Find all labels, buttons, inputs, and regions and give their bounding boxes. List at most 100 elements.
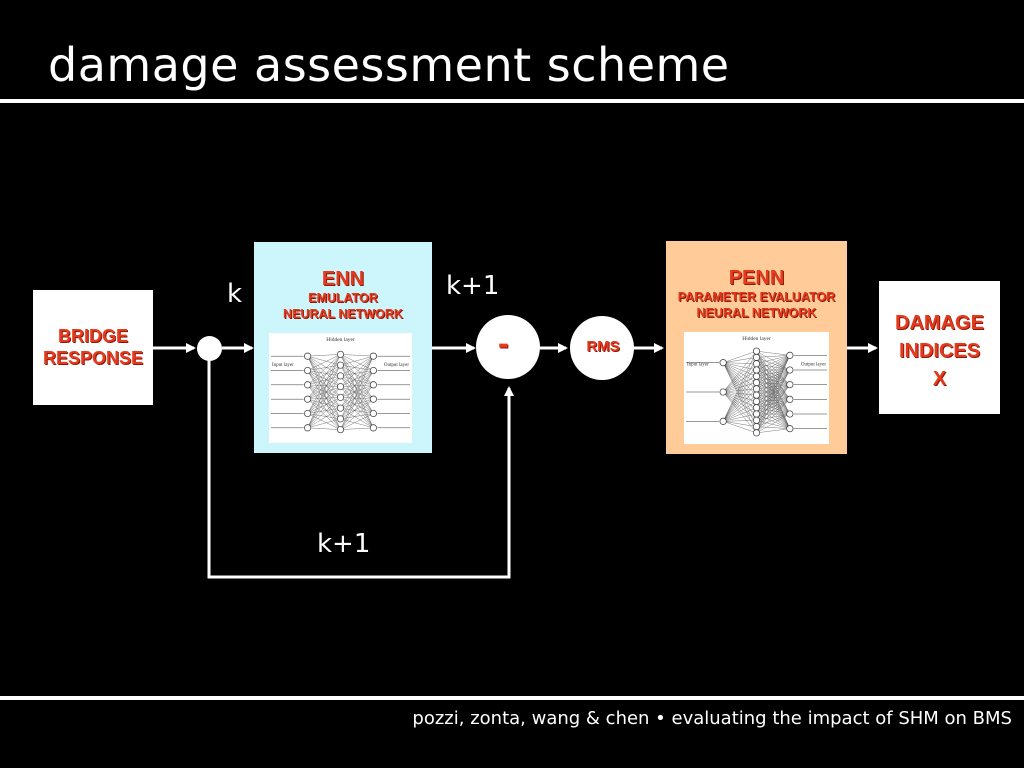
nn-connection bbox=[340, 398, 374, 420]
penn-title: PENN bbox=[728, 267, 785, 289]
nn-connection bbox=[307, 398, 341, 420]
nn-neuron bbox=[336, 361, 345, 369]
nn-connection bbox=[307, 386, 341, 428]
nn-connection bbox=[340, 370, 374, 398]
step-label-enn-output: k+1 bbox=[446, 271, 500, 301]
nn-output-layer-label: Output layer bbox=[384, 363, 409, 368]
nn-connection bbox=[756, 399, 790, 402]
nn-connection bbox=[756, 369, 790, 385]
nn-neuron bbox=[752, 353, 761, 361]
nn-connection bbox=[307, 354, 341, 385]
nn-input-layer-label: Input layer bbox=[687, 363, 709, 368]
nn-connection bbox=[756, 407, 790, 429]
nn-connection bbox=[722, 362, 757, 408]
nn-neuron bbox=[752, 385, 761, 393]
nn-connection bbox=[723, 382, 757, 393]
nn-neuron bbox=[336, 350, 345, 358]
nn-connection bbox=[723, 362, 757, 371]
nn-neuron bbox=[786, 425, 794, 433]
nn-connection bbox=[722, 369, 757, 422]
nn-neuron bbox=[336, 372, 345, 380]
nn-neuron bbox=[336, 383, 345, 391]
nn-connection bbox=[340, 354, 374, 371]
nn-connection bbox=[756, 384, 790, 396]
nn-connection bbox=[723, 407, 757, 422]
nn-connection bbox=[340, 397, 374, 400]
slide-title: damage assessment scheme bbox=[48, 38, 730, 92]
nn-connection bbox=[756, 399, 790, 433]
nn-connection bbox=[307, 375, 341, 428]
nn-neuron bbox=[304, 409, 312, 418]
nn-connection bbox=[307, 370, 341, 387]
nn-neuron bbox=[752, 429, 761, 437]
nn-neuron bbox=[752, 360, 761, 368]
nn-connection bbox=[340, 398, 374, 409]
nn-connection bbox=[722, 382, 757, 422]
nn-neuron bbox=[786, 381, 794, 389]
nn-hidden-layer-label: Hidden layer bbox=[326, 337, 355, 343]
nn-connection bbox=[722, 362, 757, 433]
nn-connection bbox=[723, 350, 757, 363]
nn-connection bbox=[723, 391, 757, 408]
nn-connection bbox=[307, 365, 341, 428]
nn-connection bbox=[722, 351, 757, 422]
nn-connection bbox=[340, 418, 374, 429]
nn-connection bbox=[723, 362, 757, 396]
nn-connection bbox=[756, 369, 790, 408]
damage-indices-label-line1: DAMAGE bbox=[895, 312, 984, 334]
nn-connection bbox=[756, 369, 791, 427]
nn-connection bbox=[723, 391, 757, 415]
nn-connection bbox=[756, 369, 790, 377]
nn-neuron bbox=[719, 359, 727, 367]
nn-neuron bbox=[369, 409, 377, 418]
nn-connection bbox=[723, 362, 757, 377]
nn-connection bbox=[756, 407, 790, 415]
nn-connection bbox=[722, 362, 757, 427]
enn-title: ENN bbox=[321, 268, 365, 290]
nn-connection bbox=[307, 397, 341, 428]
nn-connection bbox=[307, 375, 341, 414]
nn-connection bbox=[307, 413, 341, 430]
nn-connection bbox=[340, 407, 374, 429]
nn-neuron bbox=[752, 391, 761, 399]
nn-connection bbox=[307, 365, 341, 414]
nn-connection bbox=[756, 413, 790, 429]
nn-connection bbox=[722, 362, 757, 402]
footer-divider bbox=[0, 696, 1024, 700]
nn-neuron bbox=[369, 395, 377, 403]
bridge-response-block: BRIDGE RESPONSE bbox=[33, 290, 153, 405]
nn-connection bbox=[723, 388, 757, 393]
nn-connection bbox=[722, 362, 757, 415]
nn-connection bbox=[340, 356, 374, 409]
nn-connection bbox=[756, 376, 790, 385]
nn-connection bbox=[756, 355, 791, 433]
nn-neuron bbox=[369, 366, 377, 375]
rms-node bbox=[570, 316, 634, 380]
nn-connection bbox=[307, 375, 341, 400]
nn-connection bbox=[340, 413, 374, 430]
nn-connection bbox=[756, 394, 790, 415]
nn-connection bbox=[723, 391, 757, 427]
nn-connection bbox=[756, 399, 790, 408]
nn-connection bbox=[340, 356, 374, 430]
nn-connection bbox=[723, 391, 757, 421]
nn-hidden-layer-label: Hidden layer bbox=[742, 336, 771, 342]
bridge-response-label-line2: RESPONSE bbox=[42, 348, 144, 368]
nn-neuron bbox=[786, 366, 794, 374]
enn-subtitle-line2: NEURAL NETWORK bbox=[283, 307, 403, 321]
damage-indices-label-line2: INDICES bbox=[898, 340, 981, 362]
footer-credits: pozzi, zonta, wang & chen • evaluating t… bbox=[412, 708, 1012, 729]
nn-connection bbox=[307, 370, 341, 377]
nn-neuron bbox=[752, 404, 761, 412]
nn-connection bbox=[723, 413, 757, 422]
nn-connection bbox=[307, 354, 341, 357]
nn-connection bbox=[756, 395, 790, 429]
nn-neuron bbox=[304, 424, 312, 432]
nn-neuron bbox=[752, 397, 761, 405]
nn-connection bbox=[756, 369, 791, 415]
nn-neuron bbox=[752, 379, 761, 387]
branch-node bbox=[197, 336, 222, 361]
nn-connection bbox=[307, 364, 341, 371]
